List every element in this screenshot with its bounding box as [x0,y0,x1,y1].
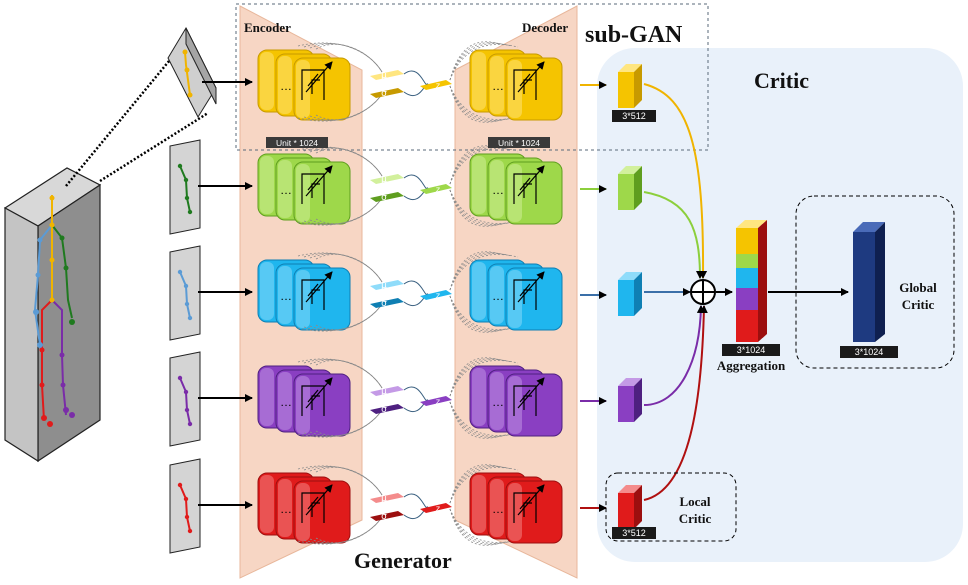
local-dim-label-bottom: 3*512 [622,528,646,538]
limb-panel [169,458,201,554]
local-critic-label-2: Critic [679,511,712,526]
sigma-label: σ [381,193,387,203]
unit-enc-label: Unit * 1024 [276,138,318,148]
encoder-units: … [257,259,351,331]
row-red: …μσz… [198,305,708,546]
row-yellow: …μσz… [202,41,708,279]
global-dim-tag [840,346,898,358]
svg-text:…: … [280,289,292,303]
global-critic-label-1: Global [899,280,937,295]
agg-dim-tag [722,344,780,356]
mu-sigma: μσ [370,280,404,309]
unit-dec-tag [488,137,550,148]
z-label: z [436,291,440,300]
local-critic-box [605,472,737,542]
critic-panel [597,48,963,562]
mu-label: μ [381,71,387,81]
global-critic-label-2: Critic [902,297,935,312]
unit-dec-label: Unit * 1024 [498,138,540,148]
limb-panel [169,139,201,235]
z-vector [420,396,452,406]
sigma-label: σ [381,405,387,415]
mu-label: μ [381,175,387,185]
mu-label: μ [381,281,387,291]
decoder-units: … [469,259,563,331]
z-label: z [436,81,440,90]
svg-text:…: … [280,79,292,93]
sub-gan-title: sub-GAN [585,22,683,48]
local-feature-cube [618,378,642,422]
limb-panel [169,245,201,341]
z-label: z [436,504,440,513]
decoder-units: … [469,153,563,225]
sigma-label: σ [381,512,387,522]
row-purple: … μσ z … [198,305,705,439]
decoder-units: … [469,365,563,437]
local-feature-cube [618,485,642,529]
z-vector [420,503,452,513]
global-critic-bar [853,222,885,342]
svg-text:…: … [280,183,292,197]
svg-text:…: … [492,289,504,303]
local-feature-cube [618,64,642,108]
svg-text:…: … [280,502,292,516]
row-green: … μσ z … [198,145,704,279]
z-label: z [436,185,440,194]
sigma-label: σ [381,299,387,309]
aggregation-sum [690,279,716,305]
decoder-title: Decoder [522,20,568,35]
z-vector [420,80,452,90]
local-dim-label-top: 3*512 [622,111,646,121]
limb-panel [169,351,201,447]
encoder-units: … [257,365,351,437]
local-feature-cube [618,272,642,316]
critic-feed-arrow [643,83,708,279]
encoder-units: … [257,153,351,225]
mu-sigma: μσ [370,493,404,522]
critic-feed-arrow [643,305,705,406]
z-vector [420,290,452,300]
critic-feed-arrow [643,191,704,279]
agg-dim-label: 3*1024 [737,345,766,355]
mu-label: μ [381,387,387,397]
zoom-lines [65,37,209,187]
unit-enc-tag [266,137,328,148]
local-critic-label-1: Local [679,494,710,509]
svg-text:…: … [492,502,504,516]
zoom-prism [167,26,217,119]
z-vector [420,184,452,194]
skeleton-volume [3,167,102,463]
z-label: z [436,397,440,406]
svg-text:…: … [492,395,504,409]
sigma-label: σ [381,89,387,99]
aggregation-stack [736,220,767,342]
local-dim-tag-bottom [612,527,656,539]
mu-label: μ [381,494,387,504]
sub-gan-box [235,3,709,151]
decoder-units: … [469,49,563,121]
local-feature-cube [618,166,642,210]
svg-text:…: … [492,183,504,197]
mu-sigma: μσ [370,174,404,203]
global-dim-label: 3*1024 [855,347,884,357]
local-dim-tag-top [612,110,656,122]
row-blue: … μσ z … [198,251,691,333]
critic-feed-arrow [643,305,708,501]
aggregation-label: Aggregation [717,358,786,373]
encoder-units: … [257,472,351,544]
generator-title: Generator [354,548,452,573]
mu-sigma: μσ [370,386,404,415]
critic-title: Critic [754,68,809,93]
encoder-title: Encoder [244,20,291,35]
mu-sigma: μσ [370,70,404,99]
svg-text:…: … [280,395,292,409]
global-critic-box [795,195,955,369]
encoder-units: … [257,49,351,121]
decoder-units: … [469,472,563,544]
svg-text:…: … [492,79,504,93]
